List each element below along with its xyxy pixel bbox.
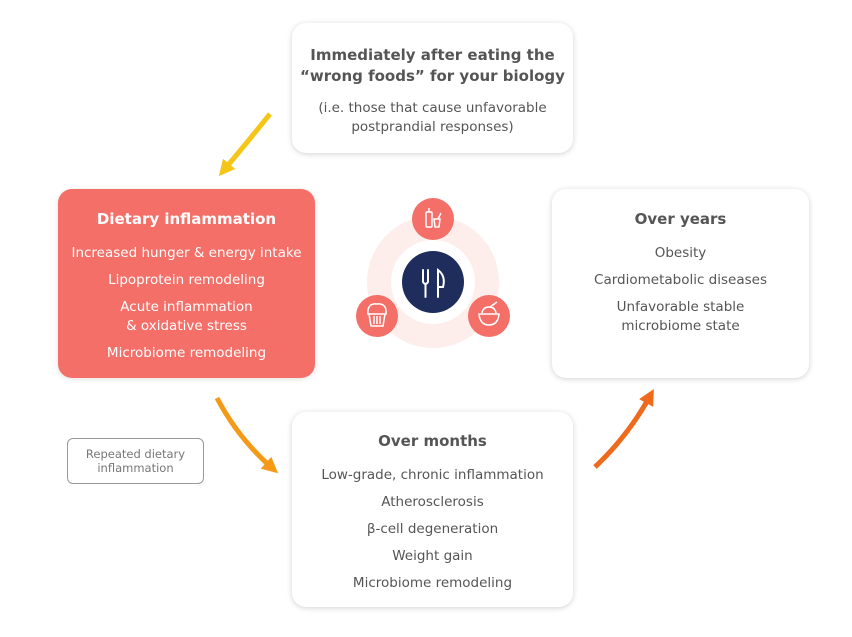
arrow-to-months: [214, 396, 278, 474]
months-item: Low-grade, chronic inflammation: [321, 467, 544, 483]
inflammation-item: & oxidative stress: [126, 318, 247, 334]
fork-knife-icon: [402, 251, 464, 313]
years-item: Cardiometabolic diseases: [594, 272, 767, 288]
dietary-inflammation-box: Dietary inflammation Increased hunger & …: [58, 189, 315, 378]
arrow-to-years: [593, 388, 654, 469]
food-cycle-graphic: [356, 198, 510, 348]
months-title: Over months: [378, 432, 487, 450]
inflammation-item: Microbiome remodeling: [106, 345, 267, 361]
immediate-sub: (i.e. those that cause unfavorable postp…: [292, 99, 573, 137]
months-item: Microbiome remodeling: [352, 575, 513, 591]
immediate-sub-line2: postprandial responses): [351, 119, 514, 135]
years-title: Over years: [634, 210, 727, 228]
drinks-icon: [412, 198, 454, 240]
repeated-line2: inflammation: [97, 461, 174, 475]
immediate-title-line2: “wrong foods” for your biology: [300, 67, 565, 85]
inflammation-item: Lipoprotein remodeling: [108, 272, 265, 288]
months-item: Atherosclerosis: [381, 494, 484, 510]
years-item: Unfavorable stable: [616, 299, 745, 315]
years-item: Obesity: [654, 245, 707, 261]
repeated-inflammation-label: Repeated dietary inflammation: [67, 438, 204, 484]
months-item: β-cell degeneration: [366, 521, 499, 537]
inflammation-item: Increased hunger & energy intake: [71, 245, 302, 261]
muffin-icon: [356, 295, 398, 337]
bowl-icon: [468, 295, 510, 337]
months-item: Weight gain: [392, 548, 473, 564]
over-years-box: Over years Obesity Cardiometabolic disea…: [552, 189, 809, 378]
inflammation-item: Acute inflammation: [120, 299, 253, 315]
immediate-box: Immediately after eating the “wrong food…: [292, 23, 573, 153]
years-item: microbiome state: [621, 318, 740, 334]
inflammation-title: Dietary inflammation: [96, 210, 277, 228]
arrow-to-inflammation: [218, 112, 272, 177]
immediate-sub-line1: (i.e. those that cause unfavorable: [318, 100, 547, 116]
repeated-line1: Repeated dietary: [85, 447, 186, 461]
over-months-box: Over months Low-grade, chronic inflammat…: [292, 412, 573, 607]
immediate-title-line1: Immediately after eating the: [310, 46, 555, 64]
